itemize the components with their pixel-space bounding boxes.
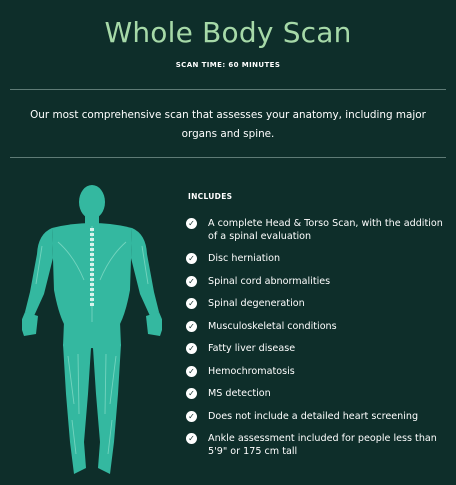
page-title: Whole Body Scan	[104, 16, 352, 49]
check-circle-icon: ✓	[186, 320, 197, 332]
list-item-text: Ankle assessment included for people les…	[208, 433, 437, 457]
includes-list: ✓ A complete Head & Torso Scan, with the…	[186, 218, 448, 458]
check-circle-icon: ✓	[186, 253, 197, 264]
list-item-text: Disc herniation	[208, 253, 281, 264]
list-item-text: Spinal degeneration	[208, 298, 305, 309]
check-circle-icon: ✓	[186, 343, 197, 354]
bottom-divider	[10, 157, 446, 158]
check-circle-icon: ✓	[186, 298, 197, 309]
list-item-text: Fatty liver disease	[208, 343, 296, 354]
list-item: ✓ Disc herniation	[186, 253, 448, 266]
list-item: ✓ Spinal cord abnormalities	[186, 275, 448, 289]
scan-description: Our most comprehensive scan that assesse…	[30, 109, 426, 140]
check-circle-icon: ✓	[186, 218, 197, 229]
list-item: ✓ Hemochromatosis	[186, 365, 448, 379]
list-item-text: A complete Head & Torso Scan, with the a…	[208, 218, 443, 242]
list-item-text: MS detection	[208, 388, 271, 399]
list-item-text: Musculoskeletal conditions	[208, 320, 337, 332]
check-circle-icon: ✓	[186, 410, 197, 422]
list-item: ✓ MS detection	[186, 388, 448, 401]
scan-time-label: SCAN TIME: 60 MINUTES	[175, 61, 281, 69]
check-circle-icon: ✓	[186, 433, 197, 444]
list-item: ✓ Musculoskeletal conditions	[186, 320, 448, 334]
list-item-text: Hemochromatosis	[208, 365, 295, 377]
check-circle-icon: ✓	[186, 388, 197, 399]
list-item: ✓ Does not include a detailed heart scre…	[186, 410, 448, 424]
list-item: ✓ Fatty liver disease	[186, 343, 448, 356]
includes-heading: INCLUDES	[188, 192, 233, 201]
list-item-text: Spinal cord abnormalities	[208, 275, 331, 287]
list-item: ✓ A complete Head & Torso Scan, with the…	[186, 218, 448, 243]
check-circle-icon: ✓	[186, 275, 197, 287]
body-anatomy-illustration	[22, 185, 162, 474]
top-divider	[10, 89, 446, 90]
list-item-text: Does not include a detailed heart screen…	[208, 410, 419, 422]
list-item: ✓ Ankle assessment included for people l…	[186, 433, 448, 458]
check-circle-icon: ✓	[186, 365, 197, 377]
list-item: ✓ Spinal degeneration	[186, 298, 448, 311]
